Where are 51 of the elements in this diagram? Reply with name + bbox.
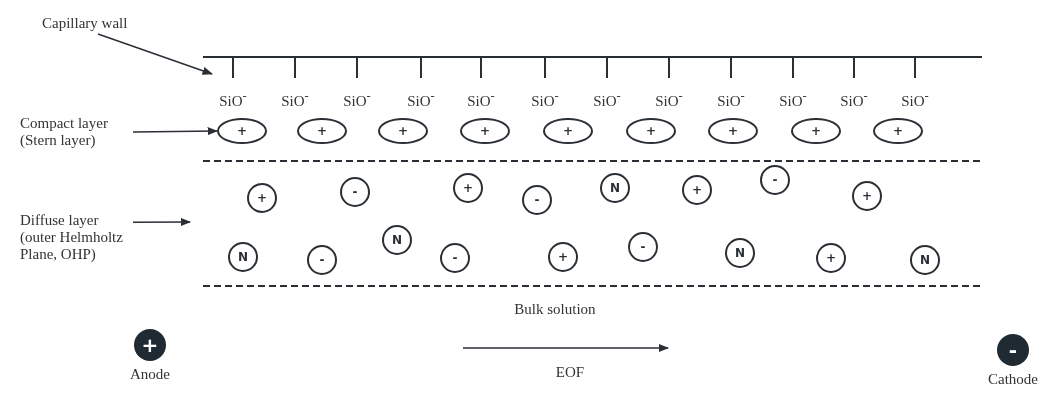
flow-label: EOF	[554, 364, 586, 381]
counter-ion-ellipse: +	[626, 118, 676, 144]
ion-circle: +	[247, 183, 277, 213]
counter-ion-ellipse: +	[708, 118, 758, 144]
surface-charge-label: SiO$^{-}$	[466, 88, 496, 110]
electrode-label: Cathode	[987, 371, 1039, 388]
surface-charge-label: SiO$^{-}$	[280, 88, 310, 110]
ion-circle: +	[453, 173, 483, 203]
counter-ion-ellipse: +	[791, 118, 841, 144]
counter-ion-ellipse: +	[460, 118, 510, 144]
ion-circle: +	[548, 242, 578, 272]
electrode-circle: +	[134, 329, 166, 361]
ion-circle: N	[910, 245, 940, 275]
electrode-circle: -	[997, 334, 1029, 366]
leader-arrow	[132, 126, 219, 136]
ion-circle: -	[340, 177, 370, 207]
surface-charge-label: SiO$^{-}$	[406, 88, 436, 110]
capillary-wall	[202, 56, 983, 79]
layer-label: Diffuse layer (outer Helmholtz Plane, OHP)	[20, 212, 132, 263]
layer-label: Capillary wall	[42, 15, 182, 32]
surface-charge-label: SiO$^{-}$	[218, 88, 248, 110]
ion-circle: -	[307, 245, 337, 275]
ion-circle: +	[816, 243, 846, 273]
counter-ion-ellipse: +	[543, 118, 593, 144]
ion-circle: N	[725, 238, 755, 268]
ion-circle: -	[628, 232, 658, 262]
surface-charge-label: SiO$^{-}$	[778, 88, 808, 110]
ion-circle: N	[382, 225, 412, 255]
ion-circle: -	[760, 165, 790, 195]
ion-circle: -	[522, 185, 552, 215]
surface-charge-label: SiO$^{-}$	[900, 88, 930, 110]
counter-ion-ellipse: +	[217, 118, 267, 144]
ion-circle: N	[228, 242, 258, 272]
counter-ion-ellipse: +	[378, 118, 428, 144]
leader-arrow	[97, 33, 213, 75]
region-label: Bulk solution	[513, 301, 597, 318]
surface-charge-label: SiO$^{-}$	[839, 88, 869, 110]
surface-charge-label: SiO$^{-}$	[654, 88, 684, 110]
ion-circle: +	[682, 175, 712, 205]
ion-circle: +	[852, 181, 882, 211]
surface-charge-label: SiO$^{-}$	[342, 88, 372, 110]
counter-ion-ellipse: +	[297, 118, 347, 144]
surface-charge-label: SiO$^{-}$	[530, 88, 560, 110]
electrode-label: Anode	[129, 366, 171, 383]
ion-circle: N	[600, 173, 630, 203]
surface-charge-label: SiO$^{-}$	[592, 88, 622, 110]
counter-ion-ellipse: +	[873, 118, 923, 144]
ion-circle: -	[440, 243, 470, 273]
layer-label: Compact layer (Stern layer)	[20, 115, 132, 149]
surface-charge-label: SiO$^{-}$	[716, 88, 746, 110]
leader-arrow	[132, 217, 192, 227]
